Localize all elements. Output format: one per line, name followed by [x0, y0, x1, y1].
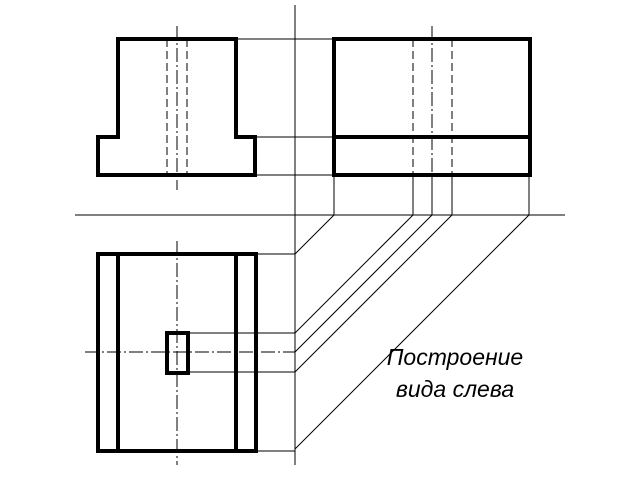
- caption-line-1: Построение: [387, 344, 523, 370]
- side-view: [332, 26, 532, 177]
- projection-lines: [188, 38, 530, 452]
- top-view: [85, 241, 295, 465]
- caption-line-2: вида слева: [396, 376, 514, 402]
- front-view: [96, 26, 257, 190]
